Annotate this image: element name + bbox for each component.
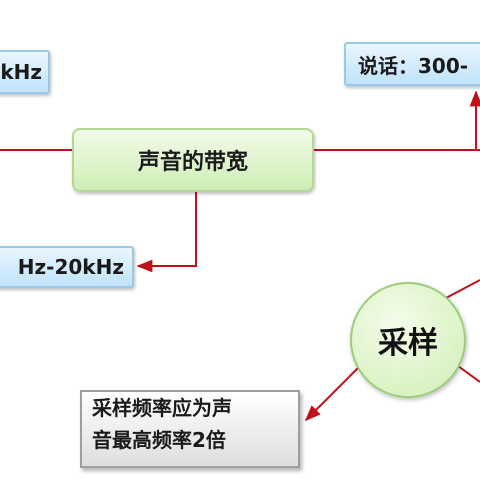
sampling-rule-note: 采样频率应为声 音最高频率2倍 [80,390,300,468]
line-circle-up-right [445,279,480,299]
arrow-to-bottom-left-box [136,192,197,273]
speech-range-box: 说话：300- [344,42,480,86]
arrow-circle-to-note [304,367,359,422]
line-circle-down-right [457,365,480,383]
sampling-rule-line-1: 采样频率应为声 [92,396,232,420]
audible-range-label: Hz-20kHz [17,255,124,279]
sampling-rule-line-2: 音最高频率2倍 [92,428,226,452]
sound-bandwidth-box: 声音的带宽 [72,128,314,192]
speech-range-label: 说话：300- [358,53,469,78]
top-left-frequency-label: kHz [0,60,42,84]
sampling-label: 采样 [378,326,438,361]
sound-bandwidth-label: 声音的带宽 [137,150,248,175]
audible-range-box: Hz-20kHz [0,246,134,288]
top-left-frequency-box: kHz [0,50,50,94]
sampling-node: 采样 [350,282,466,398]
